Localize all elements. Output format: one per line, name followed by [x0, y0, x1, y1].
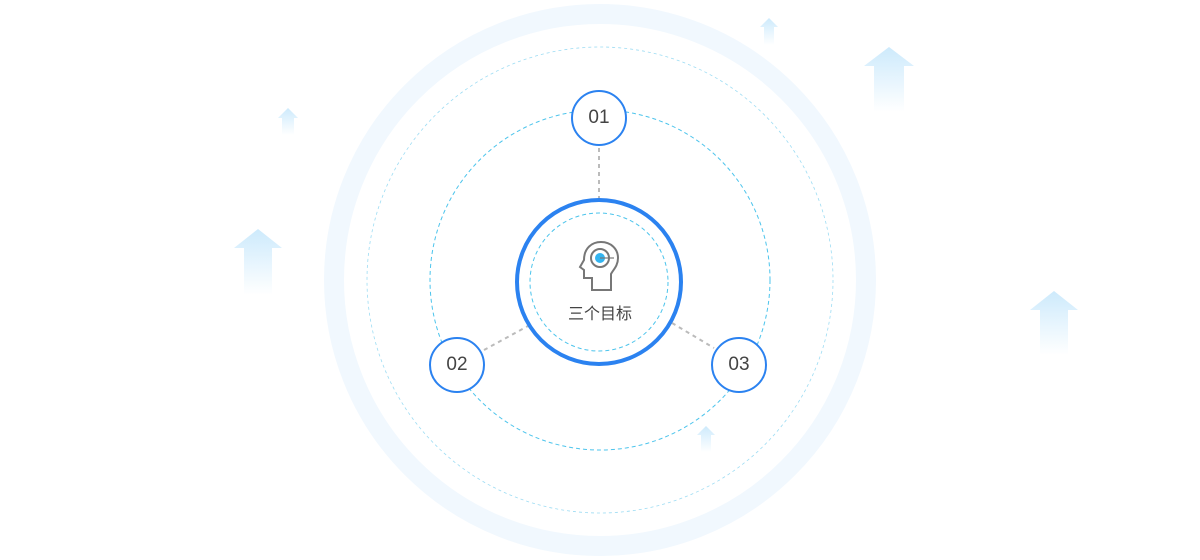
connector-03 [671, 322, 715, 349]
decorative-arrows [234, 18, 1078, 452]
center-dashed-circle [529, 212, 669, 352]
outer-dashed-circle [366, 46, 834, 514]
arrow-up-icon [697, 426, 715, 452]
arrow-up-icon [234, 229, 282, 295]
connector-02 [483, 325, 529, 351]
goal-node-03[interactable]: 03 [711, 337, 767, 393]
arrow-up-icon [278, 108, 298, 135]
arrow-up-icon [864, 47, 914, 112]
goal-node-02[interactable]: 02 [429, 337, 485, 393]
arrow-up-icon [760, 18, 778, 45]
outer-ring [324, 4, 876, 556]
head-target-icon [578, 240, 620, 291]
center-label: 三个目标 [567, 304, 632, 323]
arrow-up-icon [1030, 291, 1078, 355]
goal-node-01[interactable]: 01 [571, 90, 627, 146]
center-circle [515, 198, 683, 366]
connectors [483, 148, 715, 351]
